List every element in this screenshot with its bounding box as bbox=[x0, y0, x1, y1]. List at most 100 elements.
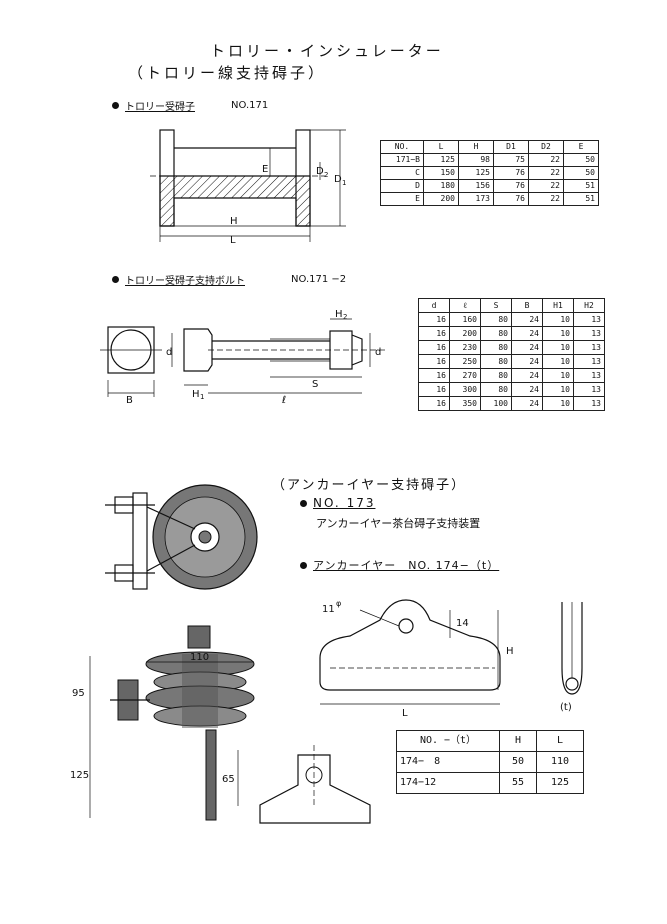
table-cell: 230 bbox=[449, 340, 481, 355]
dim-phi: φ bbox=[336, 599, 341, 608]
table-cell: 10 bbox=[542, 326, 574, 341]
table-row: 174− 8 50 110 bbox=[396, 751, 584, 773]
dim-D2-sub: 2 bbox=[324, 171, 328, 179]
table-cell: 10 bbox=[542, 354, 574, 369]
section2-label: トロリー受碍子支持ボルト bbox=[125, 276, 245, 287]
item-173-number: NO. 173 bbox=[313, 496, 376, 510]
table-cell: 24 bbox=[511, 326, 543, 341]
table-header-row: NO. L H D1 D2 E bbox=[380, 140, 599, 154]
section2-number: NO.171 −2 bbox=[291, 274, 347, 285]
table-cell: 150 bbox=[423, 166, 459, 180]
table-cell: 13 bbox=[573, 326, 605, 341]
table-cell: 13 bbox=[573, 340, 605, 355]
table-cell: 10 bbox=[542, 396, 574, 411]
dim-H: H bbox=[230, 216, 238, 227]
insulator-171-drawing: E D 2 D 1 H L bbox=[150, 129, 346, 246]
anchor-ear-side-view: (t) bbox=[560, 602, 583, 713]
table-cell: 171−B bbox=[380, 153, 424, 167]
table-cell: 200 bbox=[423, 192, 459, 206]
table-cell: 22 bbox=[528, 153, 564, 167]
item-174-heading: アンカーイヤー NO. 174−（t） bbox=[300, 557, 499, 573]
anchor-ear-174-drawing: 11 φ 14 H L bbox=[319, 599, 514, 719]
table-cell: 76 bbox=[493, 179, 529, 193]
table-cell: 51 bbox=[563, 179, 599, 193]
section1-heading: トロリー受碍子 NO.171 bbox=[112, 98, 268, 113]
table-header-row: NO. −（t） H L bbox=[396, 730, 584, 752]
table-cell: 180 bbox=[423, 179, 459, 193]
col-header: d bbox=[418, 298, 450, 313]
col-header: ℓ bbox=[449, 298, 481, 313]
dim-l: ℓ bbox=[282, 395, 286, 406]
col-header: D1 bbox=[493, 140, 529, 154]
table-cell: 174− 8 bbox=[396, 751, 500, 773]
dim-d-end: d bbox=[375, 347, 381, 358]
table-cell: 10 bbox=[542, 312, 574, 327]
col-header: E bbox=[563, 140, 599, 154]
table-cell: 125 bbox=[423, 153, 459, 167]
table-cell: 13 bbox=[573, 368, 605, 383]
table-cell: 24 bbox=[511, 396, 543, 411]
table-cell: 200 bbox=[449, 326, 481, 341]
table-cell: 13 bbox=[573, 312, 605, 327]
table-cell: 80 bbox=[480, 368, 512, 383]
dim-D2: D bbox=[316, 166, 324, 177]
dim-L: L bbox=[230, 235, 236, 246]
table-cell: 24 bbox=[511, 382, 543, 397]
table-cell: 173 bbox=[458, 192, 494, 206]
table-cell: E bbox=[380, 192, 424, 206]
table-cell: 160 bbox=[449, 312, 481, 327]
table-cell: 24 bbox=[511, 340, 543, 355]
table-cell: 250 bbox=[449, 354, 481, 369]
table-header-row: d ℓ S B H1 H2 bbox=[418, 298, 605, 313]
dim-B: B bbox=[126, 395, 133, 406]
dim-d: d bbox=[166, 347, 172, 358]
table-cell: 24 bbox=[511, 312, 543, 327]
table-cell: 125 bbox=[458, 166, 494, 180]
section1-number: NO.171 bbox=[231, 100, 269, 111]
table-cell: 80 bbox=[480, 340, 512, 355]
bolt-171-2-drawing: B d H 2 d H 1 S ℓ bbox=[100, 309, 385, 406]
bullet-icon bbox=[112, 102, 119, 109]
table-cell: 10 bbox=[542, 340, 574, 355]
page-subtitle: （トロリー線支持碍子） bbox=[128, 64, 327, 82]
page-title: トロリー・インシュレーター bbox=[210, 42, 444, 60]
spec-table-174: NO. −（t） H L 174− 8 50 110 174−12 55 125 bbox=[396, 730, 584, 794]
dim-H2: H bbox=[335, 309, 343, 320]
col-header: H2 bbox=[573, 298, 605, 313]
dim-E: E bbox=[262, 164, 268, 175]
dim-125: 125 bbox=[70, 770, 89, 781]
dim-S: S bbox=[312, 379, 318, 390]
dim-t: (t) bbox=[560, 702, 572, 713]
item-174-label: アンカーイヤー NO. 174−（t） bbox=[313, 559, 500, 572]
table-row: 174−12 55 125 bbox=[396, 772, 584, 794]
dim-H-174: H bbox=[506, 646, 514, 657]
table-cell: 270 bbox=[449, 368, 481, 383]
anchor-ear-173-drawing bbox=[105, 484, 258, 590]
dim-95: 95 bbox=[72, 688, 85, 699]
dim-D1-sub: 1 bbox=[342, 179, 346, 187]
table-cell: 22 bbox=[528, 192, 564, 206]
table-cell: 10 bbox=[542, 368, 574, 383]
table-cell: 300 bbox=[449, 382, 481, 397]
col-header: H1 bbox=[542, 298, 574, 313]
dim-14: 14 bbox=[456, 618, 469, 629]
table-cell: 13 bbox=[573, 396, 605, 411]
table-cell: 80 bbox=[480, 312, 512, 327]
dim-65: 65 bbox=[222, 774, 235, 785]
table-cell: 350 bbox=[449, 396, 481, 411]
table-cell: 125 bbox=[536, 772, 584, 794]
table-cell: 16 bbox=[418, 396, 450, 411]
section1-label: トロリー受碍子 bbox=[125, 102, 195, 113]
dim-D1: D bbox=[334, 174, 342, 185]
table-cell: 16 bbox=[418, 340, 450, 355]
dim-H1-sub: 1 bbox=[200, 393, 204, 401]
